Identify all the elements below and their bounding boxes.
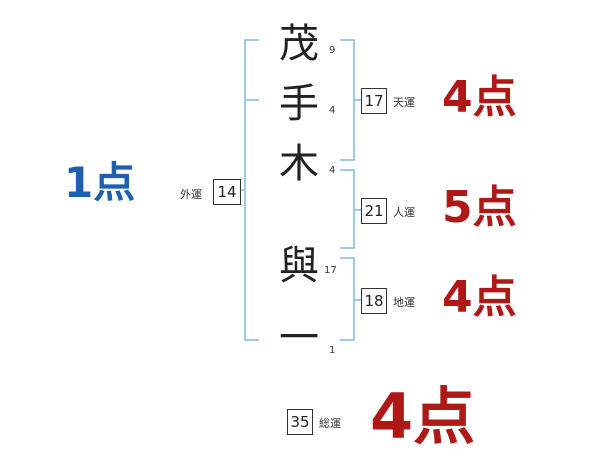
chiun-score: 4点: [442, 272, 517, 323]
tenun-score: 4点: [442, 72, 517, 123]
name-char-1: 茂: [279, 21, 319, 67]
tenun-value-box: 17: [361, 88, 387, 114]
soun-value-box: 35: [287, 409, 313, 435]
stroke-count-2: 4: [329, 105, 336, 116]
jinun-label: 人運: [393, 206, 415, 219]
name-char-2: 手: [279, 81, 319, 127]
tenun-bracket: [340, 39, 362, 161]
jinun-score: 5点: [442, 182, 517, 233]
gaiun-value-box: 14: [213, 179, 241, 205]
stroke-count-1: 9: [329, 45, 336, 56]
chiun-bracket: [340, 257, 362, 341]
stroke-count-5: 1: [329, 345, 336, 356]
chiun-value-box: 18: [361, 288, 387, 314]
name-char-5: 一: [279, 315, 319, 361]
name-char-4: 與: [279, 243, 319, 289]
soun-score: 4点: [370, 380, 476, 453]
gaiun-label: 外運: [180, 188, 202, 201]
name-char-3: 木: [279, 141, 319, 187]
jinun-bracket: [340, 169, 362, 249]
chiun-label: 地運: [393, 296, 415, 309]
stroke-count-4: 17: [324, 265, 337, 276]
tenun-label: 天運: [393, 96, 415, 109]
jinun-value-box: 21: [361, 198, 387, 224]
stroke-count-3: 4: [329, 165, 336, 176]
soun-label: 総運: [319, 417, 341, 430]
gaiun-score: 1点: [64, 158, 136, 207]
